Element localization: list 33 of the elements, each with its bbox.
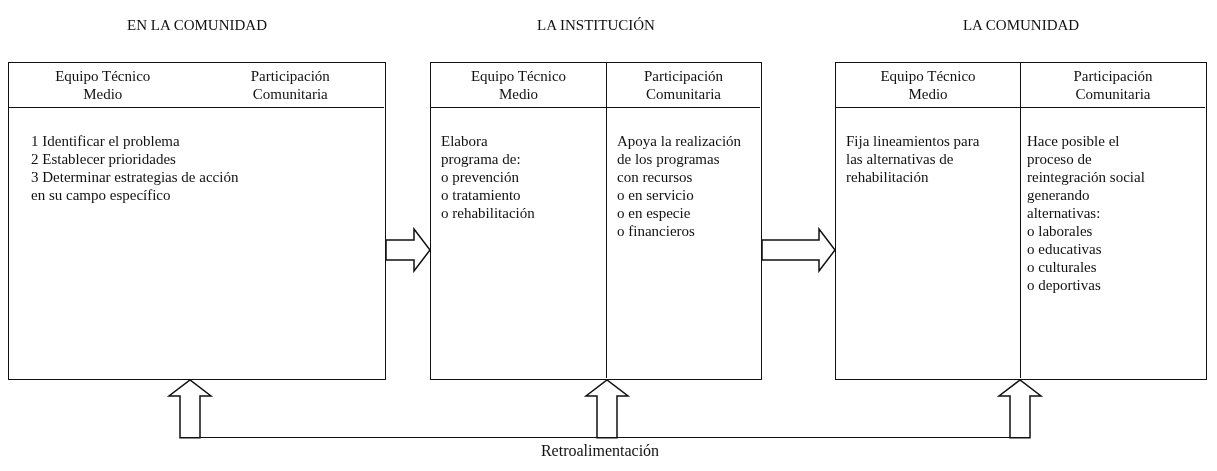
- column-heading: Participación Comunitaria: [1072, 67, 1154, 103]
- list-item: o prevención: [441, 168, 519, 186]
- column-heading: Participación Comunitaria: [642, 67, 725, 103]
- list-item: o en servicio: [617, 186, 694, 204]
- column-heading: Participación Comunitaria: [249, 67, 331, 103]
- list-item: o rehabilitación: [441, 204, 535, 222]
- list-item: 2 Establecer prioridades: [31, 150, 176, 168]
- column-heading: Equipo Técnico Medio: [469, 67, 568, 103]
- header-cell: [431, 63, 607, 108]
- block-arrow: [761, 226, 836, 274]
- list-item: o laborales: [1027, 222, 1093, 240]
- list-item: o en especie: [617, 204, 691, 222]
- column-heading: Equipo Técnico Medio: [879, 67, 977, 103]
- list-item: 1 Identificar el problema: [31, 132, 180, 150]
- block-arrow: [166, 379, 214, 439]
- panel-heading: EN LA COMUNIDAD: [126, 17, 268, 34]
- list-item: Hace posible el proceso de reintegración social generando alternativas:: [1027, 132, 1146, 222]
- list-item: 3 Determinar estrategias de acción en su campo específico: [31, 168, 240, 204]
- panel-heading: LA INSTITUCIÓN: [536, 17, 656, 34]
- feedback-label: Retroalimentación: [540, 442, 660, 461]
- block-arrow: [996, 379, 1044, 439]
- panel-heading: LA COMUNIDAD: [961, 17, 1081, 34]
- list-item: o culturales: [1027, 258, 1097, 276]
- list-item: o deportivas: [1027, 276, 1101, 294]
- list-item: Fija lineamientos para las alternativas de rehabilitación: [846, 132, 981, 186]
- column-heading: Equipo Técnico Medio: [54, 67, 152, 103]
- block-arrow: [385, 226, 431, 274]
- block-arrow: [583, 379, 631, 439]
- list-item: o financieros: [617, 222, 695, 240]
- list-item: Elabora programa de:: [441, 132, 522, 168]
- list-item: o tratamiento: [441, 186, 521, 204]
- header-cell: [836, 63, 1021, 108]
- list-item: o educativas: [1027, 240, 1102, 258]
